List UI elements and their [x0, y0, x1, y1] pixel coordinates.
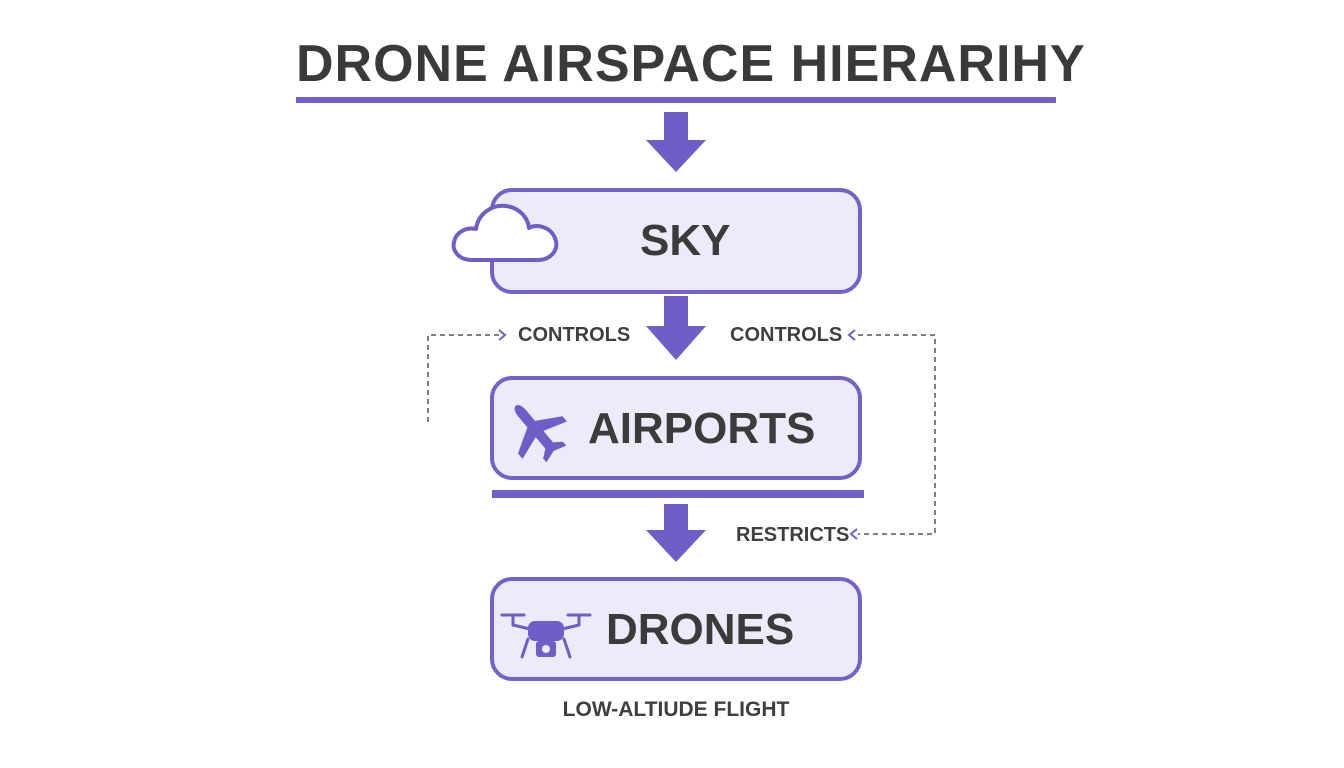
restricts-arrowhead [849, 528, 858, 540]
drone-icon [500, 613, 592, 659]
right-controls-arrowhead [847, 329, 856, 341]
airports-node: AIRPORTS [490, 376, 862, 480]
airports-node-label: AIRPORTS [588, 404, 816, 453]
drones-node-label: DRONES [606, 605, 795, 654]
restricts-label: RESTRICTS [736, 524, 850, 546]
arrow-title-to-sky [646, 112, 706, 172]
right-controls-connector [858, 334, 936, 535]
left-controls-label: CONTROLS [518, 324, 631, 346]
right-controls-label: CONTROLS [730, 324, 843, 346]
sky-node-label: SKY [640, 216, 731, 265]
drones-node: DRONES [490, 577, 862, 681]
cloud-icon [451, 203, 559, 262]
arrow-airports-to-drones [646, 504, 706, 562]
sky-node: SKY [490, 188, 862, 294]
airports-divider [492, 490, 864, 498]
drones-caption: LOW-ALTIUDE FLIGHT [562, 698, 790, 721]
left-controls-connector [427, 334, 500, 422]
title-underline [296, 97, 1056, 103]
arrow-sky-to-airports [646, 296, 706, 360]
left-controls-arrowhead [498, 329, 507, 341]
airplane-icon [514, 404, 567, 463]
diagram-title: DRONE AIRSPACE HIERARIHY [296, 35, 1086, 93]
